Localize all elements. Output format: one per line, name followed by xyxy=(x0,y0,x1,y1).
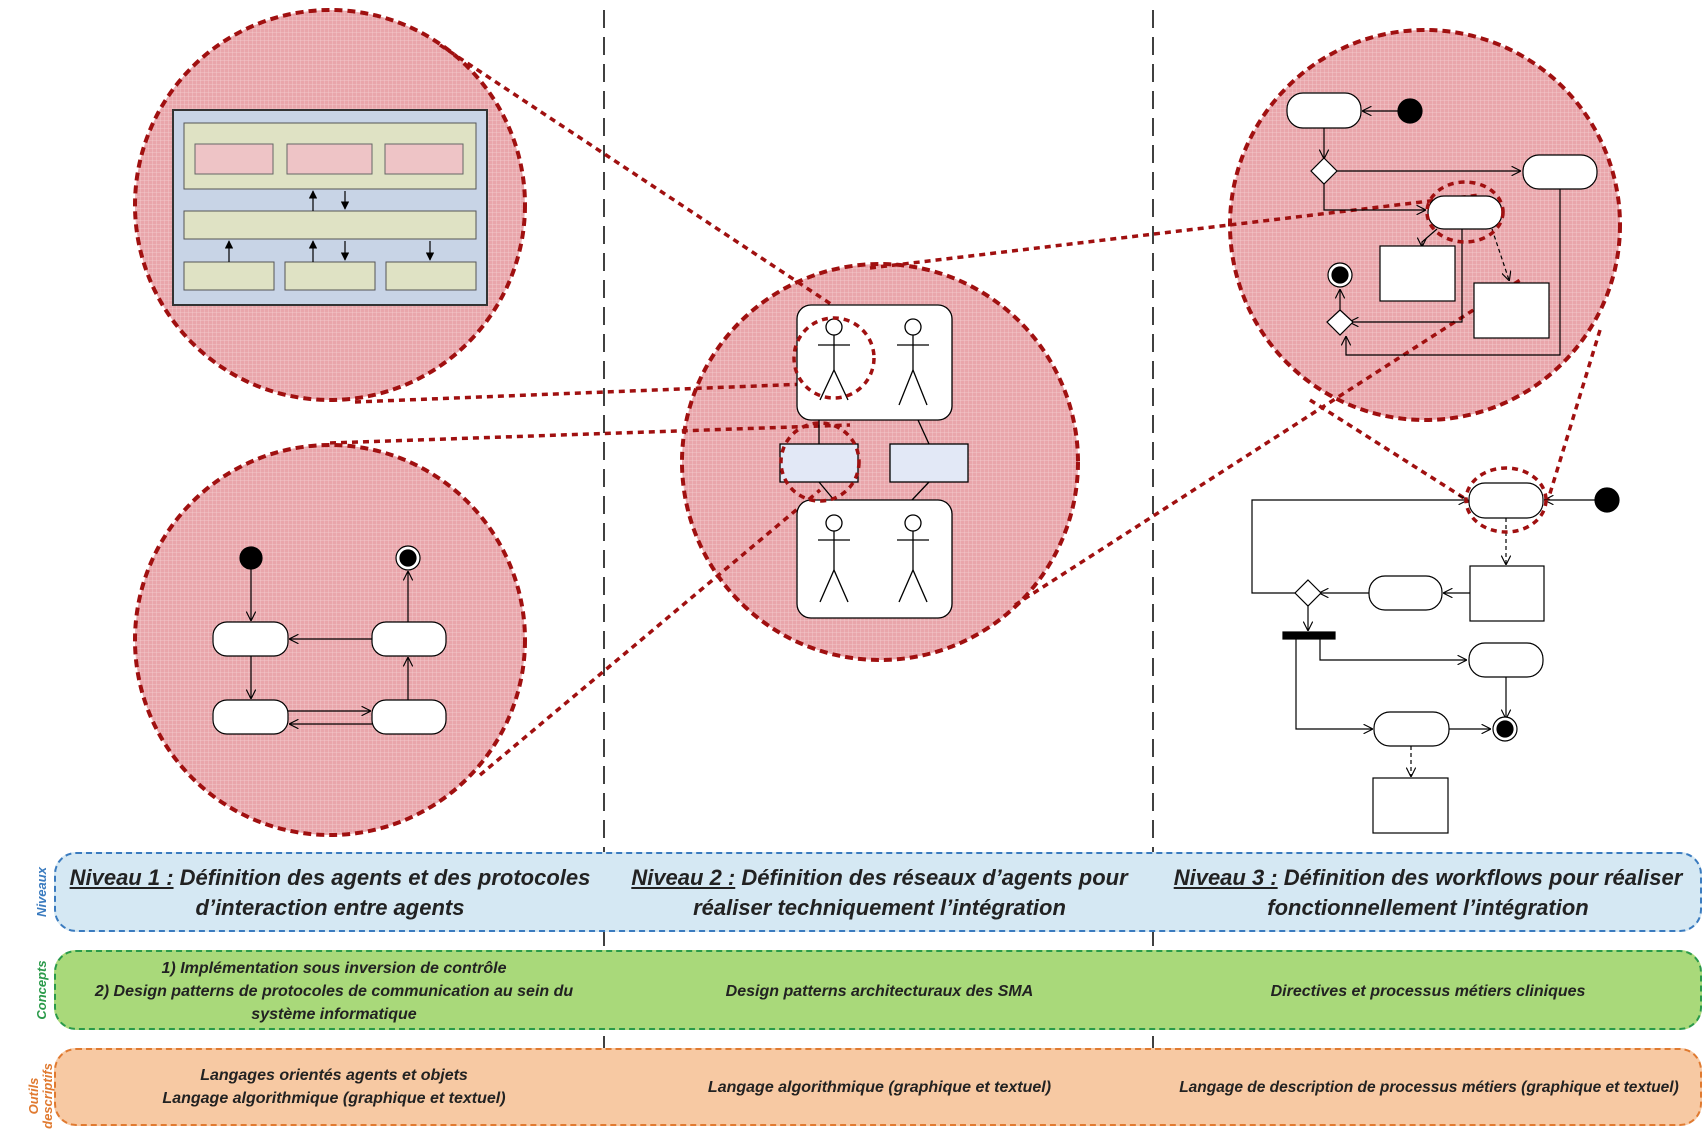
zoom-circle-workflow xyxy=(1228,28,1622,422)
side-label-levels: Niveaux xyxy=(34,867,49,917)
levels-band xyxy=(54,852,1702,932)
level-3-cell: Niveau 3 : Définition des workflows pour… xyxy=(1158,856,1698,930)
zoom-circle-state-machine xyxy=(133,443,527,837)
side-label-concepts: Concepts xyxy=(34,960,49,1020)
side-label-tools: Outils descriptifs xyxy=(26,1051,55,1141)
level-1-cell: Niveau 1 : Définition des agents et des … xyxy=(60,856,600,930)
actor-icon xyxy=(897,514,929,603)
layered-architecture-box xyxy=(172,109,488,306)
concept-1-line1: 1) Implémentation sous inversion de cont… xyxy=(161,959,507,977)
tools-3-cell: Langage de description de processus méti… xyxy=(1179,1078,1679,1096)
tools-1-cell: Langages orientés agents et objets Langa… xyxy=(70,1050,598,1124)
concept-3-cell: Directives et processus métiers clinique… xyxy=(1270,982,1586,1000)
concept-1-cell: 1) Implémentation sous inversion de cont… xyxy=(70,953,598,1029)
zoom-connectors xyxy=(329,43,1602,777)
zoom-ring-actor xyxy=(792,316,876,400)
actor-icon xyxy=(818,514,850,603)
level-2-cell: Niveau 2 : Définition des réseaux d’agen… xyxy=(612,856,1147,930)
zoom-ring-protocol xyxy=(779,421,861,503)
tools-1-line2: Langage algorithmique (graphique et text… xyxy=(162,1090,506,1107)
tools-2-cell: Langage algorithmique (graphique et text… xyxy=(707,1078,1052,1096)
actor-icon xyxy=(897,318,929,406)
workflow-diagram-full xyxy=(1251,482,1620,834)
tools-1-line1: Langages orientés agents et objets xyxy=(200,1067,468,1084)
side-label-tools-2: descriptifs xyxy=(40,1063,55,1129)
level-1-prefix: Niveau 1 : xyxy=(69,865,174,890)
level-2-prefix: Niveau 2 : xyxy=(631,865,736,890)
zoom-ring-workflow-node xyxy=(1425,180,1505,244)
side-label-tools-1: Outils xyxy=(26,1077,41,1115)
level-3-text: Définition des workflows pour réaliser f… xyxy=(1267,865,1683,920)
level-3-prefix: Niveau 3 : xyxy=(1173,865,1278,890)
concept-1-line2: 2) Design patterns de protocoles de comm… xyxy=(94,982,574,1023)
level-2-text: Définition des réseaux d’agents pour réa… xyxy=(693,865,1128,920)
level-1-text: Définition des agents et des protocoles … xyxy=(173,865,591,920)
workflow-diagram-zoomed xyxy=(1286,92,1598,356)
zoom-ring-workflow-full xyxy=(1464,466,1548,534)
zoom-circle-agent-network xyxy=(680,262,1080,662)
state-machine-diagram xyxy=(212,545,447,735)
concepts-band xyxy=(54,950,1702,1030)
concept-2-cell: Design patterns architecturaux des SMA xyxy=(725,982,1034,1000)
